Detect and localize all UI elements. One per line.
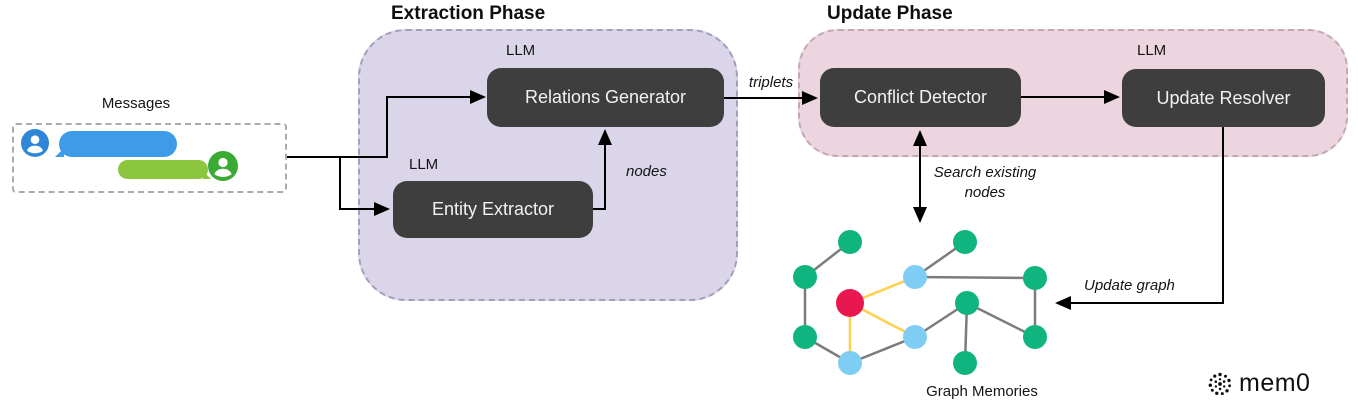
nodes-label: nodes	[626, 163, 667, 180]
graph-node-green	[955, 291, 979, 315]
mem0-logo-text: mem0	[1239, 369, 1311, 397]
llm-label-entity-extractor: LLM	[409, 156, 439, 173]
graph-edge-gray	[914, 275, 1036, 280]
messages-box	[12, 123, 287, 193]
graph-node-blue	[903, 325, 927, 349]
graph-node-green	[793, 265, 817, 289]
graph-node-green	[793, 325, 817, 349]
graph-node-red	[836, 289, 864, 317]
graph-edge-gray	[804, 241, 851, 278]
update-phase-title: Update Phase	[827, 3, 953, 24]
graph-memories-network	[793, 230, 1047, 375]
chat-bubble-blue	[55, 131, 177, 157]
graph-node-green	[953, 351, 977, 375]
graph-node-green	[838, 230, 862, 254]
mem0-logo: mem0	[1206, 369, 1310, 398]
graph-edge-yellow	[849, 275, 916, 305]
messages-label: Messages	[101, 95, 171, 112]
user-avatar-green-icon	[208, 151, 238, 181]
graph-edge-gray	[914, 240, 966, 279]
entity-extractor-box: Entity Extractor	[393, 181, 593, 238]
graph-edge-gray	[963, 302, 969, 364]
user-avatar-blue-icon	[21, 129, 49, 157]
graph-node-green	[1023, 325, 1047, 349]
llm-label-relations-generator: LLM	[506, 42, 536, 59]
llm-label-update-resolver: LLM	[1137, 42, 1167, 59]
search-existing-nodes-label: Search existing nodes	[933, 164, 1037, 201]
conflict-detector-box: Conflict Detector	[820, 68, 1021, 127]
graph-edge-gray	[966, 301, 1036, 339]
graph-node-green	[953, 230, 977, 254]
graph-edge-gray	[914, 301, 968, 339]
chat-bubble-green	[118, 160, 211, 179]
triplets-label: triplets	[748, 74, 794, 91]
graph-node-blue	[903, 265, 927, 289]
extraction-phase-title: Extraction Phase	[391, 3, 546, 24]
graph-edge-yellow	[849, 301, 916, 339]
update-graph-label: Update graph	[1084, 277, 1175, 294]
update-resolver-box: Update Resolver	[1122, 69, 1325, 127]
graph-memories-label: Graph Memories	[926, 383, 1038, 400]
relations-generator-box: Relations Generator	[487, 68, 724, 127]
graph-node-green	[1023, 266, 1047, 290]
graph-edge-gray	[804, 335, 851, 365]
mem0-logo-icon	[1208, 372, 1231, 395]
graph-node-blue	[838, 351, 862, 375]
graph-edge-gray	[849, 335, 916, 365]
